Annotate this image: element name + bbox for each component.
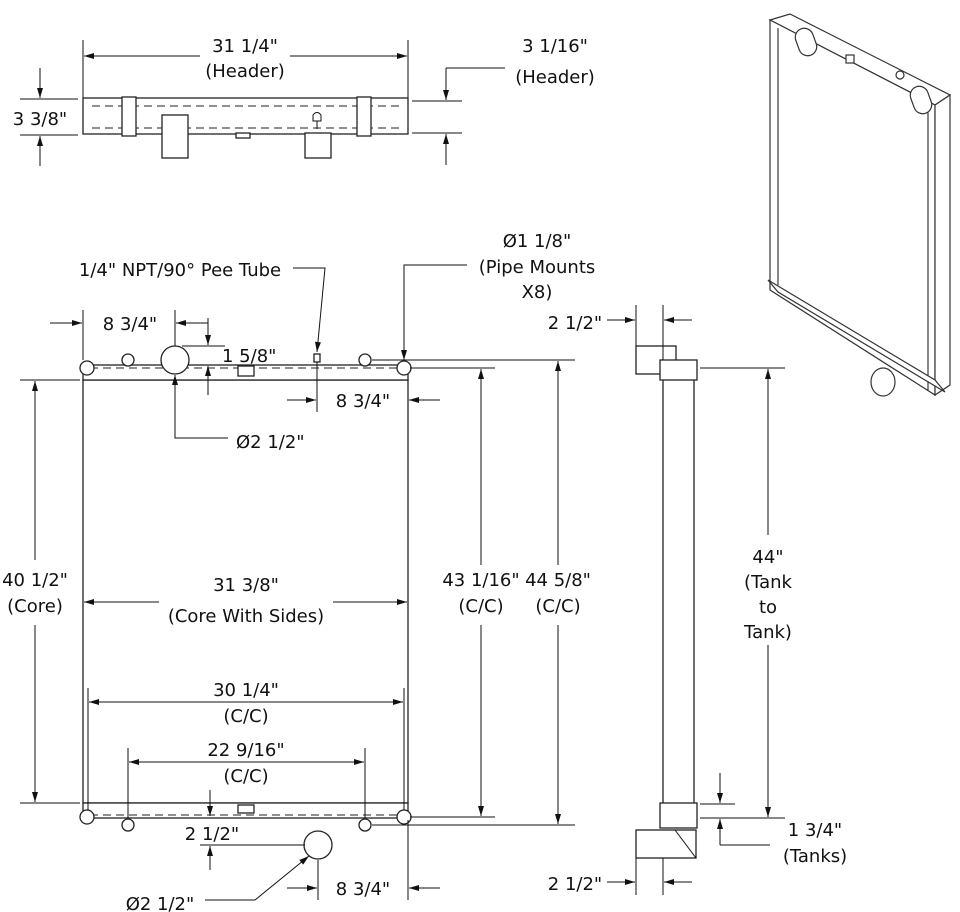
dim-inlet-height: 1 5/8" [222, 346, 276, 367]
dim-outlet-dia: Ø2 1/2" [126, 894, 195, 912]
pipe-mount-dia: Ø1 1/8" [503, 231, 572, 252]
dim-outlet-offset: 8 3/4" [336, 879, 390, 900]
pipe-mount-note: (Pipe Mounts [479, 257, 596, 278]
dim-header-width: 31 1/4" [212, 36, 278, 57]
dim-tank-to-tank-note-2: to [759, 597, 777, 618]
dim-pee-tube-offset: 8 3/4" [336, 391, 390, 412]
core [82, 379, 409, 804]
pipe-mount-count: X8) [522, 282, 553, 303]
dim-tank-height: 1 3/4" [788, 820, 842, 841]
dim-tank-to-tank-note-1: (Tank [744, 572, 792, 593]
pee-tube-icon [313, 353, 321, 363]
dim-core-height: 40 1/2" [2, 570, 68, 591]
side-top-tank [659, 359, 698, 381]
dim-inlet-dia: Ø2 1/2" [236, 432, 305, 453]
side-bottom-tank [659, 802, 698, 829]
dim-core-height-note: (Core) [7, 596, 63, 617]
dim-side-bottom-pipe: 2 1/2" [548, 874, 602, 895]
dim-cc-2: 44 5/8" [525, 570, 591, 591]
clip [121, 96, 137, 137]
isometric-view [767, 13, 952, 397]
pee-tube-icon [312, 112, 322, 129]
dim-mount-cc-1: 30 1/4" [213, 680, 279, 701]
dim-header-width-note: (Header) [205, 61, 285, 82]
outlet-pipe [304, 132, 332, 159]
inlet-pipe [161, 114, 189, 159]
dim-core-width-note: (Core With Sides) [168, 606, 324, 627]
outlet-pipe [303, 830, 333, 860]
dim-core-width: 31 3/8" [213, 575, 279, 596]
dim-header-depth-note: (Header) [515, 67, 595, 88]
dim-side-top-pipe: 2 1/2" [548, 313, 602, 334]
top-view: 31 1/4" (Header) 3 3/8" 3 1/16" (Header) [13, 36, 595, 166]
front-view: 1/4" NPT/90° Pee Tube Ø1 1/8" (Pipe Moun… [2, 231, 595, 912]
dim-cc-1-note: (C/C) [458, 596, 503, 617]
dim-mount-cc-2-note: (C/C) [223, 766, 268, 787]
dim-tank-height-note: (Tanks) [783, 846, 847, 867]
pee-tube-label: 1/4" NPT/90° Pee Tube [79, 260, 281, 281]
dim-outlet-height: 2 1/2" [185, 824, 239, 845]
dim-tank-to-tank: 44" [752, 547, 783, 568]
side-core [662, 377, 695, 806]
dim-cc-1: 43 1/16" [442, 570, 519, 591]
dim-tank-to-tank-note-3: Tank) [743, 622, 792, 643]
dim-cc-2-note: (C/C) [535, 596, 580, 617]
dim-header-height: 3 3/8" [13, 109, 67, 130]
dim-mount-cc-2: 22 9/16" [207, 740, 284, 761]
inlet-pipe [160, 345, 190, 375]
dim-header-depth: 3 1/16" [522, 36, 588, 57]
dim-mount-cc-1-note: (C/C) [223, 706, 268, 727]
clip [356, 96, 372, 137]
dim-inlet-offset: 8 3/4" [103, 314, 157, 335]
side-view: 2 1/2" 44" (Tank to Tank) 1 3/4" (Tanks)… [548, 305, 847, 895]
